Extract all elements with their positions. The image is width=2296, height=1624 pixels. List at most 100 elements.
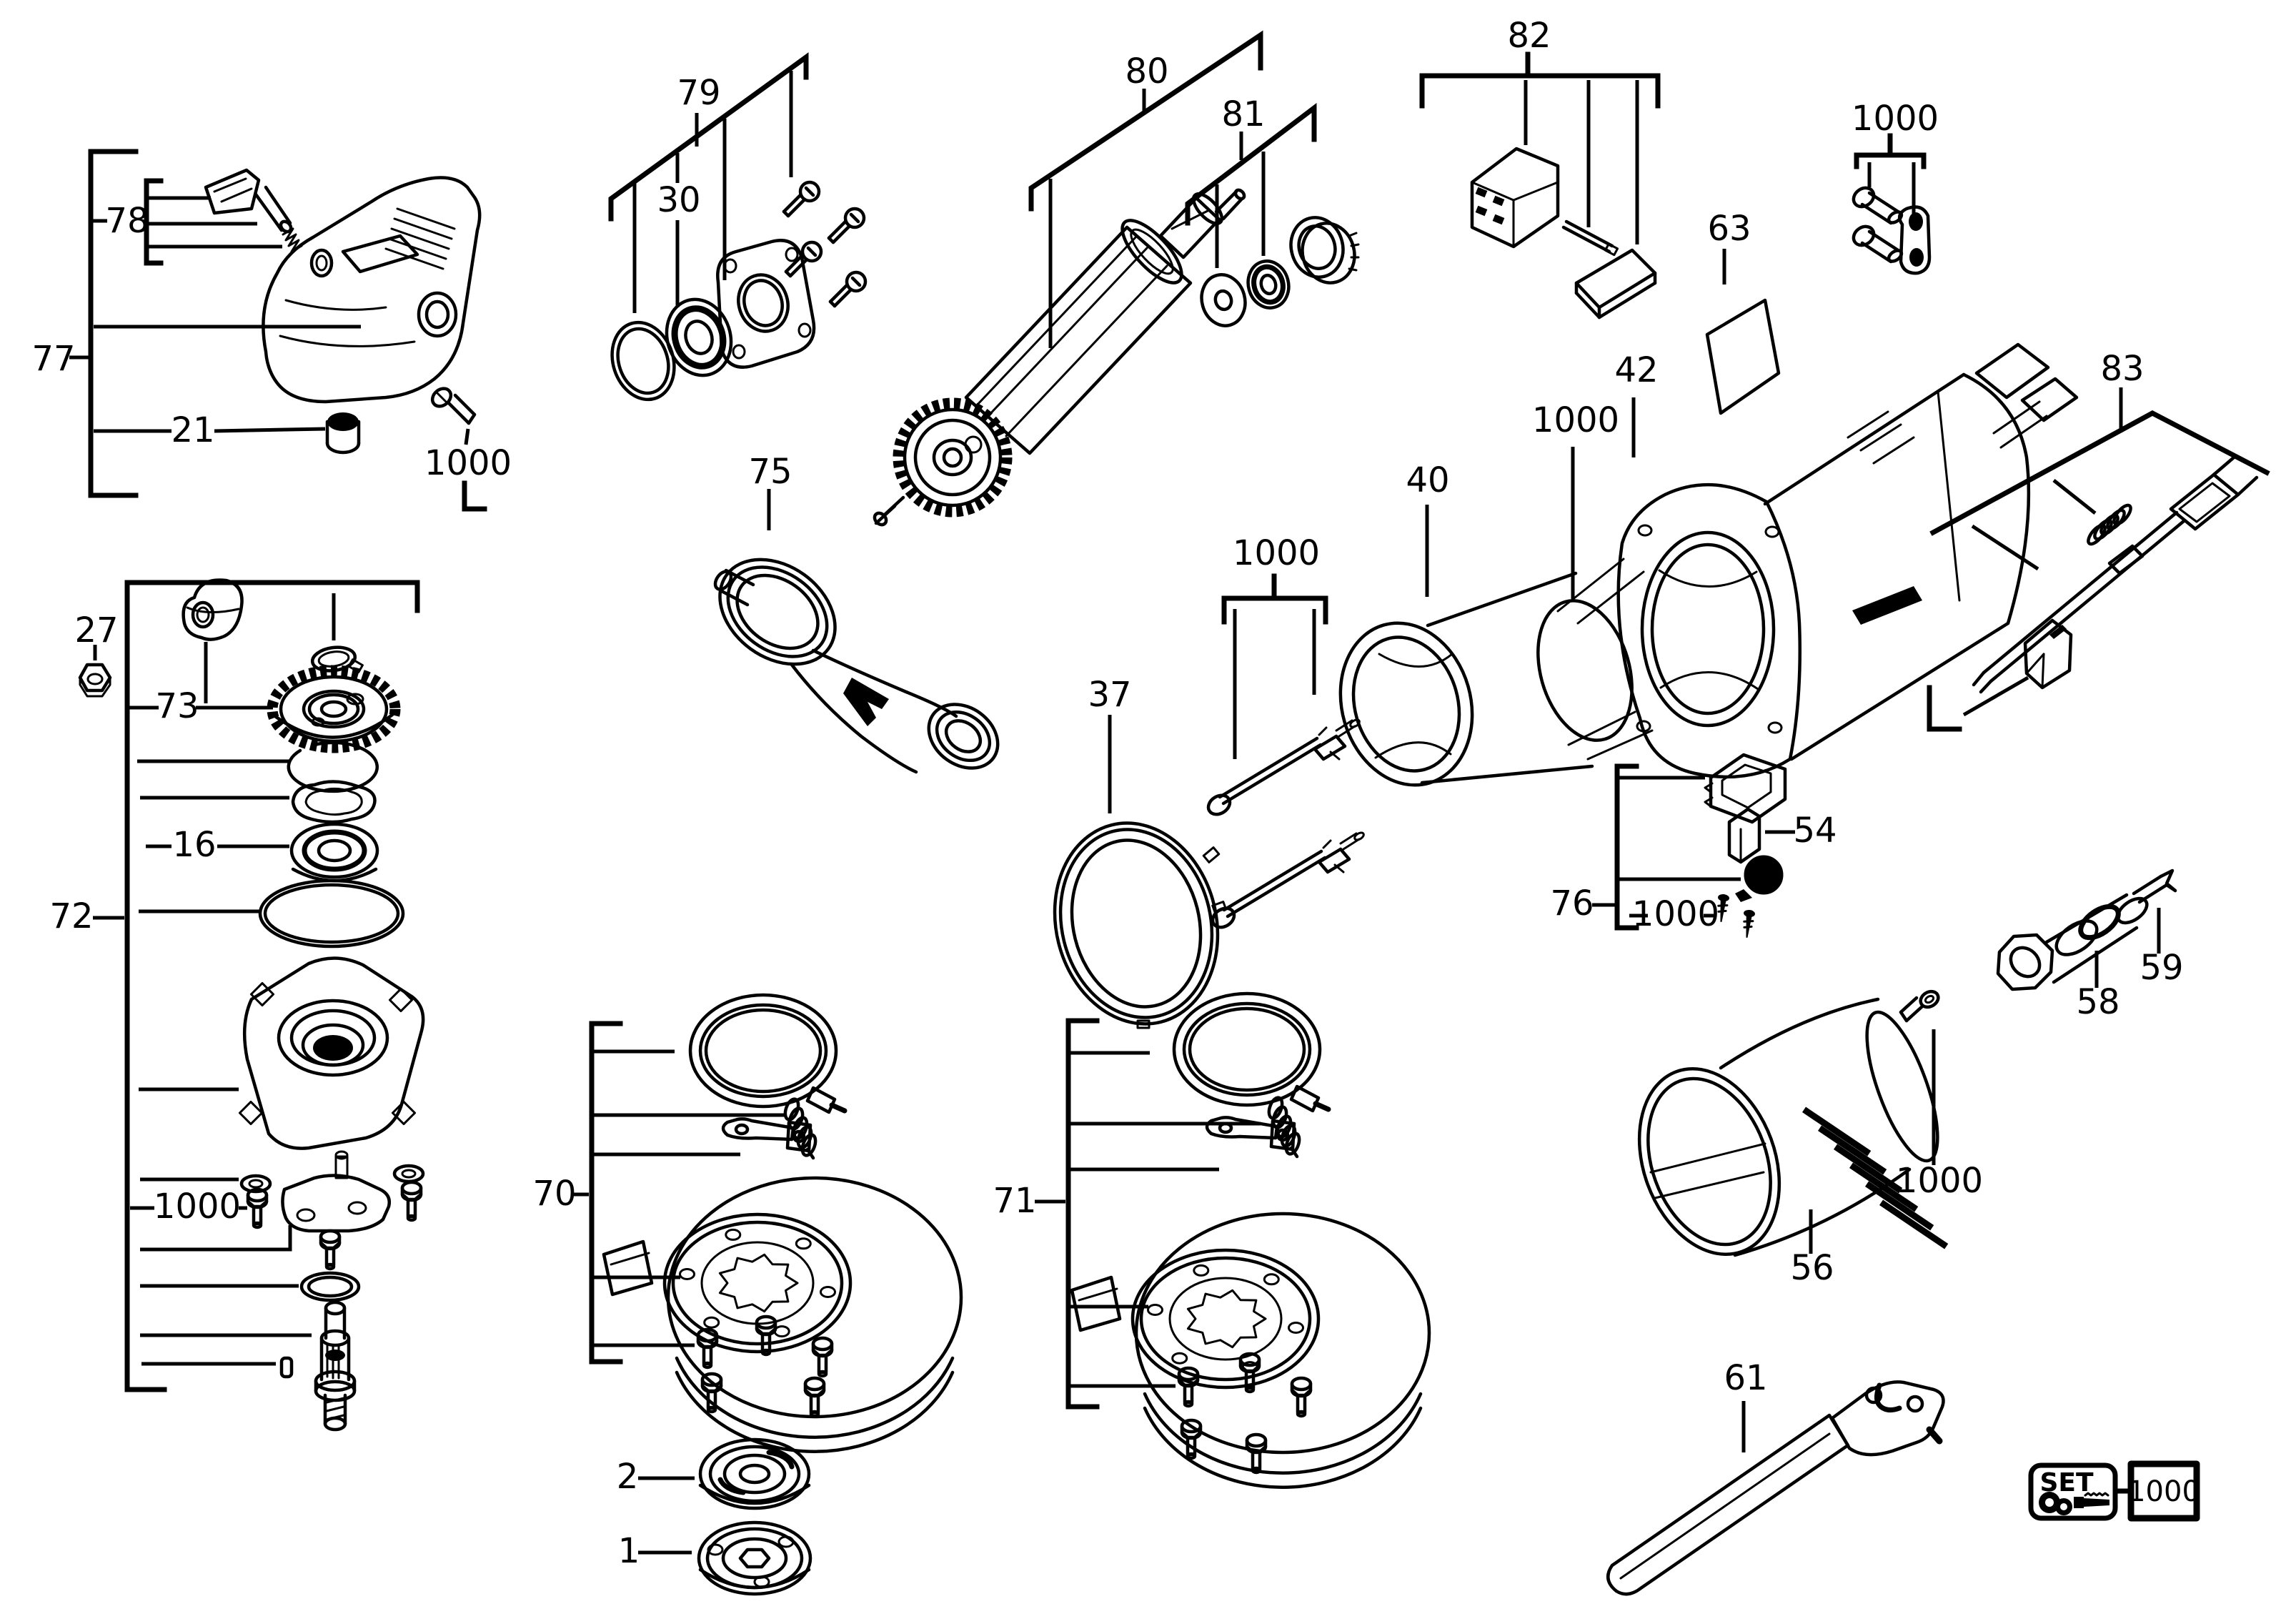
rubber-boot [182, 578, 244, 703]
motor-housing-cover [1637, 997, 1949, 1257]
large-o-ring [258, 878, 405, 949]
baffle-plate [281, 1150, 391, 1233]
callout-37: 37 [1088, 675, 1131, 715]
cable-clamp [1897, 205, 1932, 275]
nameplate [1705, 298, 1781, 415]
switch-block [1470, 147, 1560, 249]
gear-case [238, 956, 425, 1150]
slide-button [2023, 618, 2073, 690]
lock-nut-2 [698, 1437, 811, 1510]
screw [1899, 989, 1940, 1023]
washer-screw-icon [2039, 1492, 2109, 1515]
capacitor [1574, 248, 1657, 320]
group-78: 78 [92, 168, 303, 266]
callout-73: 73 [155, 686, 199, 726]
group-75: 75 [713, 452, 1000, 774]
callout-78: 78 [105, 201, 149, 241]
vent-slots-icon [1802, 1106, 1949, 1249]
lead-wire [1561, 219, 1619, 257]
callout-1000-brush: 1000 [1632, 894, 1719, 934]
callout-72: 72 [49, 896, 93, 936]
callout-82: 82 [1507, 16, 1551, 56]
carbon-brush [1727, 807, 1761, 864]
group-77: 77 21 78 [31, 149, 512, 512]
retainer-ring [299, 1271, 361, 1302]
brush-holder [1704, 753, 1787, 824]
switch-cover [262, 176, 482, 404]
callout-58: 58 [2076, 982, 2119, 1022]
callout-59: 59 [2140, 948, 2183, 988]
callout-81: 81 [1221, 94, 1265, 134]
hex-nut-27 [78, 663, 112, 698]
inner-flange-1 [697, 1520, 812, 1596]
group-1000-field: 1000 [1206, 533, 1365, 931]
ball-bearing [1246, 259, 1291, 310]
brush-cap [1735, 855, 1784, 902]
callout-1000-housing: 1000 [1532, 400, 1619, 440]
group-70: 70 [532, 995, 961, 1452]
group-63: 63 [1705, 209, 1781, 415]
callout-1000-gearcase: 1000 [154, 1187, 241, 1227]
field-stator [1338, 558, 1654, 787]
baffle-ring [1053, 821, 1227, 1029]
o-ring [610, 320, 676, 402]
armature [873, 188, 1246, 527]
lock-knob [204, 168, 303, 253]
long-screw [1206, 718, 1361, 816]
set-panel: SET 1000 [2028, 1460, 2200, 1522]
callout-76: 76 [1550, 883, 1594, 924]
callout-1000-tl: 1000 [424, 443, 512, 483]
group-40: 40 [1338, 460, 1654, 787]
bolt [1852, 224, 1904, 264]
group-61: 61 [1606, 1358, 1945, 1596]
bolt [1852, 186, 1904, 225]
group-37: 37 [1053, 675, 1227, 1029]
group-79: 79 30 [608, 52, 865, 402]
screw-1000-tl: 1000 [424, 387, 512, 512]
callout-80: 80 [1125, 51, 1168, 91]
group-flanges: 2 1 [617, 1437, 812, 1596]
group-82: 82 [1419, 16, 1661, 320]
spindle [314, 1300, 357, 1432]
callout-1000-field: 1000 [1233, 533, 1320, 573]
callout-75: 75 [748, 452, 792, 492]
washers [239, 1164, 425, 1194]
brand-logo-icon [1852, 586, 1922, 625]
callout-30: 30 [657, 180, 700, 220]
group-1000-tr: 1000 [1852, 99, 1939, 275]
spindle-key [279, 1356, 294, 1379]
group-81: 81 [1185, 94, 1360, 327]
flat-washer [1200, 273, 1247, 327]
callout-79: 79 [677, 73, 720, 113]
callout-42: 42 [1614, 350, 1658, 390]
pin-wrench [1606, 1380, 1945, 1596]
group-72: 72 27 73 16 [49, 578, 425, 1432]
group-56: 56 1000 [1637, 989, 1983, 1288]
brand-logo-icon [843, 678, 889, 726]
callout-83: 83 [2100, 349, 2144, 389]
bearing-retainer-plate [716, 239, 816, 369]
group-58-59: 58 59 [1996, 868, 2184, 1022]
set-ref-label: 1000 [2127, 1475, 2200, 1508]
slider-spring [2087, 503, 2132, 546]
group-71: 71 [993, 994, 1429, 1487]
callout-56: 56 [1790, 1248, 1834, 1288]
slider-rod [1972, 455, 2259, 694]
power-cord [2132, 868, 2177, 904]
group-42: 42 1000 [1532, 342, 2079, 779]
group-80: 80 [873, 30, 1263, 527]
callout-40: 40 [1406, 460, 1449, 500]
callout-70: 70 [532, 1174, 576, 1214]
bearing-16 [289, 822, 379, 883]
callout-1: 1 [618, 1531, 640, 1571]
bearing-sleeve [1289, 216, 1360, 284]
bevel-gear [267, 665, 401, 753]
callout-77: 77 [31, 339, 75, 379]
callout-16: 16 [172, 825, 216, 865]
side-handle [713, 558, 1000, 774]
callout-2: 2 [617, 1457, 639, 1497]
callout-63: 63 [1707, 209, 1751, 249]
callout-54: 54 [1793, 811, 1837, 851]
group-76: 76 54 1000 [1550, 753, 1837, 940]
motor-housing [1616, 342, 2079, 779]
